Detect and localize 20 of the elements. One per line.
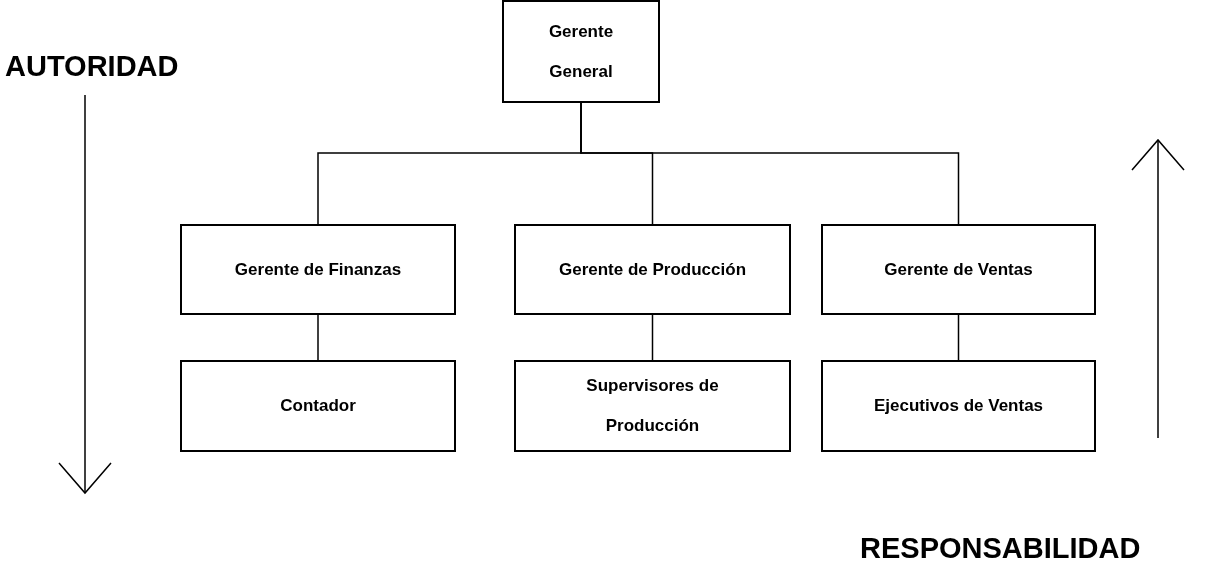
org-box — [502, 0, 660, 103]
role-title: Gerente General — [547, 20, 615, 83]
role-title: Supervisores de Producción — [585, 375, 720, 437]
connector-line — [651, 314, 654, 361]
role-title: Ejecutivos de Ventas — [873, 395, 1044, 417]
role-title: Gerente de Producción — [558, 258, 746, 281]
org-box — [180, 360, 456, 452]
org-box — [821, 224, 1096, 315]
connector-line — [580, 102, 960, 225]
org-box — [180, 224, 456, 315]
role-title: Gerente de Ventas — [884, 258, 1033, 281]
role-title: Contador — [280, 395, 356, 417]
org-box — [514, 360, 791, 452]
connector-line — [317, 314, 319, 361]
connector-line — [957, 314, 960, 361]
axis-label: RESPONSABILIDAD — [860, 532, 1141, 565]
org-box — [514, 224, 791, 315]
org-box — [821, 360, 1096, 452]
role-title: Gerente de Finanzas — [234, 258, 402, 281]
axis-label: AUTORIDAD — [5, 50, 179, 83]
